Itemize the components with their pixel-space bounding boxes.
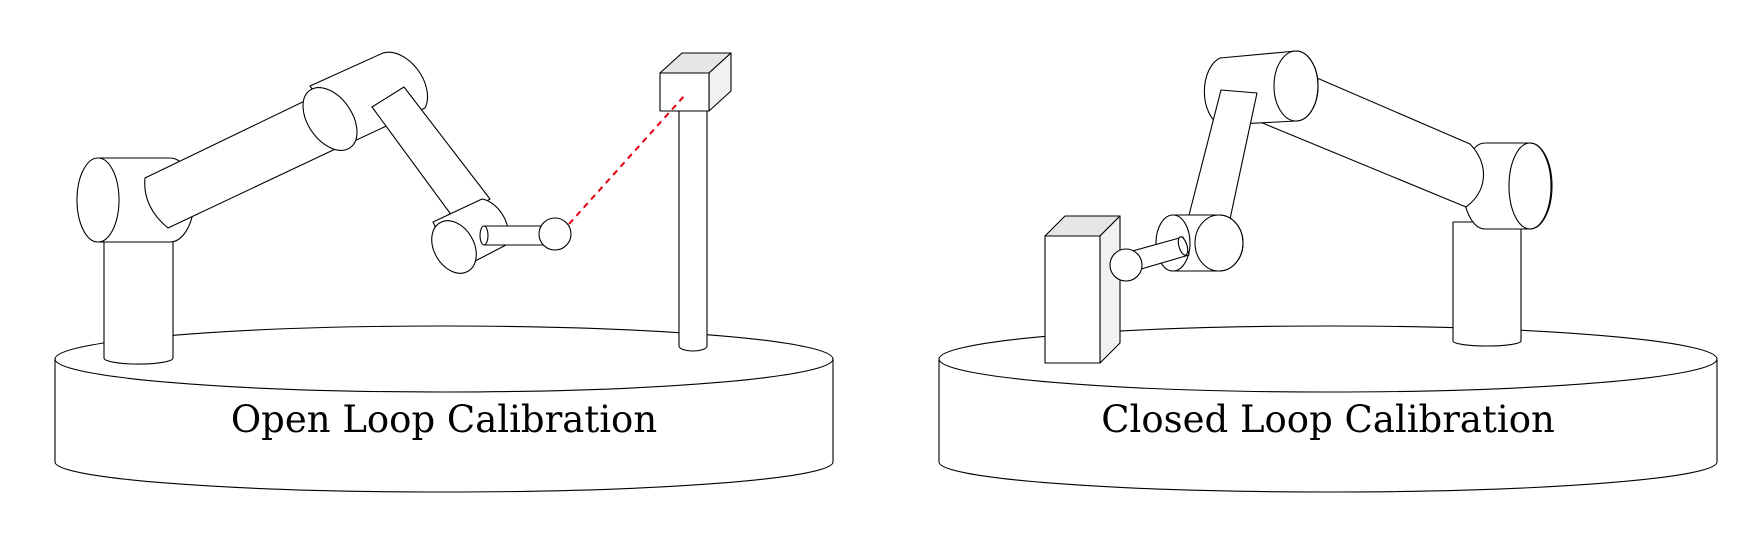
left-end-effector-ball [538, 217, 572, 251]
target-box-icon [1044, 215, 1121, 364]
left-tool [479, 217, 572, 251]
closed-loop-panel: Closed Loop Calibration [938, 50, 1718, 493]
left-upper-arm [144, 96, 347, 229]
camera-stand [678, 104, 708, 352]
closed-loop-caption: Closed Loop Calibration [1101, 398, 1555, 441]
left-wrist-joint [431, 198, 510, 274]
right-upper-arm [1259, 74, 1484, 208]
right-robot-base [1452, 221, 1522, 347]
camera-box-icon [659, 52, 732, 112]
right-platform [938, 325, 1718, 493]
open-loop-caption: Open Loop Calibration [231, 398, 657, 441]
right-forearm [1187, 89, 1258, 220]
left-platform [54, 325, 834, 493]
open-loop-panel: Open Loop Calibration [54, 51, 834, 493]
right-end-effector-ball [1109, 248, 1143, 282]
laser-beam [568, 94, 686, 225]
left-robot-base [103, 236, 174, 365]
left-forearm [371, 86, 491, 221]
